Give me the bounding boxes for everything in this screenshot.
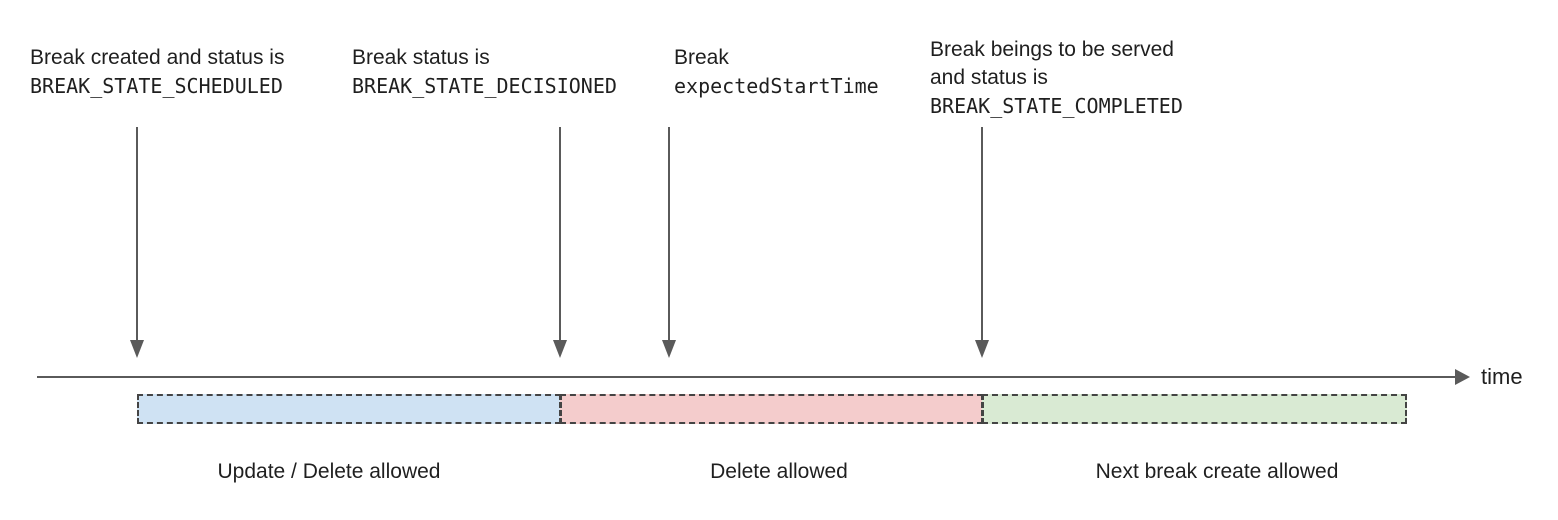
time-axis-label: time [1481,364,1523,389]
time-axis-line [37,376,1456,378]
time-axis-arrow-icon [1455,369,1470,385]
arrow-head-icon [662,340,676,358]
annotation-text: Break beings to be served [930,38,1174,61]
annotation-code: BREAK_STATE_SCHEDULED [30,74,283,98]
annotation-text: Break created and status is [30,46,285,69]
arrow-shaft [136,127,138,341]
arrow-shaft [668,127,670,341]
annotation-text: Break [674,46,729,69]
annotation-break-completed: Break beings to be served and status is … [930,36,1183,120]
annotation-text: and status is [930,66,1048,89]
arrow-shaft [981,127,983,341]
annotation-text: Break status is [352,46,490,69]
segment-caption-update-delete: Update / Delete allowed [217,460,441,483]
annotation-code: BREAK_STATE_DECISIONED [352,74,617,98]
segment-update-delete-allowed [137,394,561,424]
annotation-code: expectedStartTime [674,74,879,98]
arrow-head-icon [975,340,989,358]
arrow-head-icon [130,340,144,358]
segment-delete-allowed [560,394,983,424]
arrow-shaft [559,127,561,341]
annotation-break-decisioned: Break status is BREAK_STATE_DECISIONED [352,44,617,100]
segment-next-break-create-allowed [982,394,1407,424]
segment-caption-delete: Delete allowed [710,460,848,483]
annotation-code: BREAK_STATE_COMPLETED [930,94,1183,118]
segment-caption-next-break-create: Next break create allowed [1095,460,1339,483]
arrow-head-icon [553,340,567,358]
annotation-break-scheduled: Break created and status is BREAK_STATE_… [30,44,284,100]
annotation-expected-start-time: Break expectedStartTime [674,44,879,100]
